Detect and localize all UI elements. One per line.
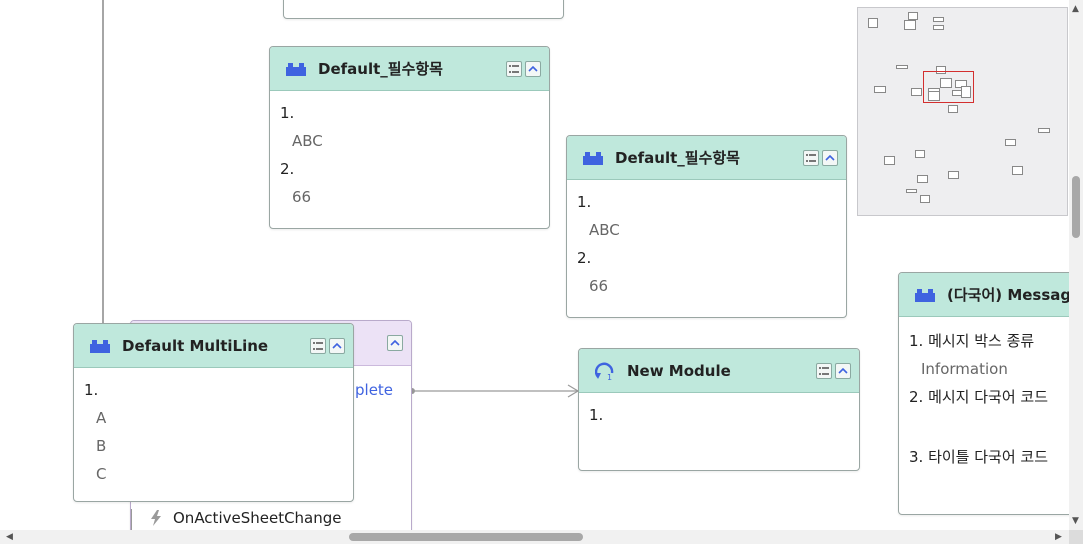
chevron-up-icon[interactable]	[525, 60, 541, 77]
item-value: ABC	[292, 132, 323, 150]
minimap-node	[908, 12, 918, 20]
item-number: 1. 메시지 박스 종류	[909, 332, 1035, 350]
node-default-multiline[interactable]: Default MultiLine 1. A B C	[73, 323, 354, 502]
minimap[interactable]	[857, 7, 1068, 216]
item-number: 1.	[577, 193, 592, 211]
minimap-node	[948, 171, 959, 179]
node-title: (다국어) Messag	[947, 286, 1069, 304]
lego-block-icon	[90, 339, 110, 353]
node-title: Default MultiLine	[122, 336, 269, 355]
minimap-node	[928, 91, 940, 101]
minimap-node	[906, 189, 917, 193]
node-body: 1. ABC 2. 66	[270, 91, 549, 219]
item-number: 1.	[589, 406, 604, 424]
item-value: 66	[589, 277, 609, 295]
horizontal-scroll-thumb[interactable]	[349, 533, 583, 541]
node-header[interactable]: Default MultiLine	[74, 324, 353, 368]
item-value: Information	[921, 360, 1008, 378]
lego-block-icon	[583, 151, 603, 165]
scroll-up-arrow[interactable]: ▲	[1072, 4, 1079, 14]
event-item[interactable]: OnActiveSheetChange	[149, 509, 342, 527]
scroll-down-arrow[interactable]: ▼	[1072, 516, 1079, 526]
minimap-node	[920, 195, 930, 203]
chevron-up-icon[interactable]	[387, 335, 403, 351]
item-number: 2.	[577, 249, 592, 267]
list-icon[interactable]	[803, 149, 819, 166]
vertical-scrollbar[interactable]: ▲ ▼	[1069, 0, 1083, 530]
list-icon[interactable]	[816, 362, 832, 379]
minimap-node	[936, 66, 946, 74]
scroll-right-arrow[interactable]: ▶	[1055, 532, 1062, 542]
minimap-node	[915, 150, 925, 158]
lego-block-icon	[286, 62, 306, 76]
event-label: OnActiveSheetChange	[173, 509, 342, 527]
item-number: 3. 타이틀 다국어 코드	[909, 448, 1049, 466]
lightning-icon	[151, 510, 161, 526]
scroll-left-arrow[interactable]: ◀	[6, 532, 13, 542]
node-title: Default_필수항목	[615, 149, 740, 167]
node-title: New Module	[627, 361, 731, 380]
minimap-node	[874, 86, 886, 93]
flow-canvas[interactable]: Default_필수항목 1. ABC 2. 66 Default_필수항목 1…	[0, 0, 1069, 530]
horizontal-scrollbar[interactable]: ◀ ▶	[0, 530, 1069, 544]
node-header[interactable]: Default_필수항목	[270, 47, 549, 91]
node-body: 1. A B C	[74, 368, 353, 496]
item-value: B	[96, 437, 107, 455]
list-icon[interactable]	[506, 60, 522, 77]
node-multilang-message[interactable]: (다국어) Messag 1. 메시지 박스 종류 Information 2.…	[898, 272, 1069, 515]
scrollbar-corner	[1069, 530, 1083, 544]
node-new-module[interactable]: 1 New Module 1.	[578, 348, 860, 471]
node-title: Default_필수항목	[318, 60, 443, 78]
event-tree-line	[131, 509, 132, 530]
event-port-label[interactable]: plete	[355, 381, 394, 399]
node-default-required-1[interactable]: Default_필수항목 1. ABC 2. 66	[269, 46, 550, 229]
node-header[interactable]: (다국어) Messag	[899, 273, 1069, 317]
item-value	[909, 411, 1069, 443]
minimap-node	[933, 17, 944, 22]
item-number: 1.	[84, 381, 99, 399]
chevron-up-icon[interactable]	[329, 337, 345, 354]
partial-top-node[interactable]	[283, 0, 564, 19]
loop-module-icon: 1	[595, 362, 614, 381]
node-default-required-2[interactable]: Default_필수항목 1. ABC 2. 66	[566, 135, 847, 318]
minimap-node	[868, 18, 878, 28]
node-body: 1. ABC 2. 66	[567, 180, 846, 308]
node-header[interactable]: 1 New Module	[579, 349, 859, 393]
node-header[interactable]: Default_필수항목	[567, 136, 846, 180]
lego-block-icon	[915, 288, 935, 302]
item-number: 2. 메시지 다국어 코드	[909, 388, 1049, 406]
svg-text:1: 1	[607, 373, 612, 381]
minimap-node	[896, 65, 908, 69]
minimap-node	[1012, 166, 1023, 175]
node-body: 1.	[579, 393, 859, 437]
item-value: A	[96, 409, 107, 427]
chevron-up-icon[interactable]	[835, 362, 851, 379]
minimap-node	[884, 156, 895, 165]
minimap-node	[961, 86, 971, 98]
minimap-node	[940, 78, 952, 88]
item-value: 66	[292, 188, 312, 206]
minimap-node	[933, 25, 944, 30]
item-value: ABC	[589, 221, 620, 239]
minimap-node	[1005, 139, 1016, 146]
vertical-scroll-thumb[interactable]	[1072, 176, 1080, 238]
node-body: 1. 메시지 박스 종류 Information 2. 메시지 다국어 코드 3…	[899, 317, 1069, 479]
minimap-node	[911, 88, 922, 96]
item-number: 1.	[280, 104, 295, 122]
list-icon[interactable]	[310, 337, 326, 354]
minimap-viewport[interactable]	[923, 71, 974, 103]
minimap-node	[948, 105, 958, 113]
minimap-node	[904, 20, 916, 30]
chevron-up-icon[interactable]	[822, 149, 838, 166]
minimap-node	[917, 175, 928, 183]
item-number: 2.	[280, 160, 295, 178]
item-value: C	[96, 465, 107, 483]
minimap-node	[1038, 128, 1050, 133]
